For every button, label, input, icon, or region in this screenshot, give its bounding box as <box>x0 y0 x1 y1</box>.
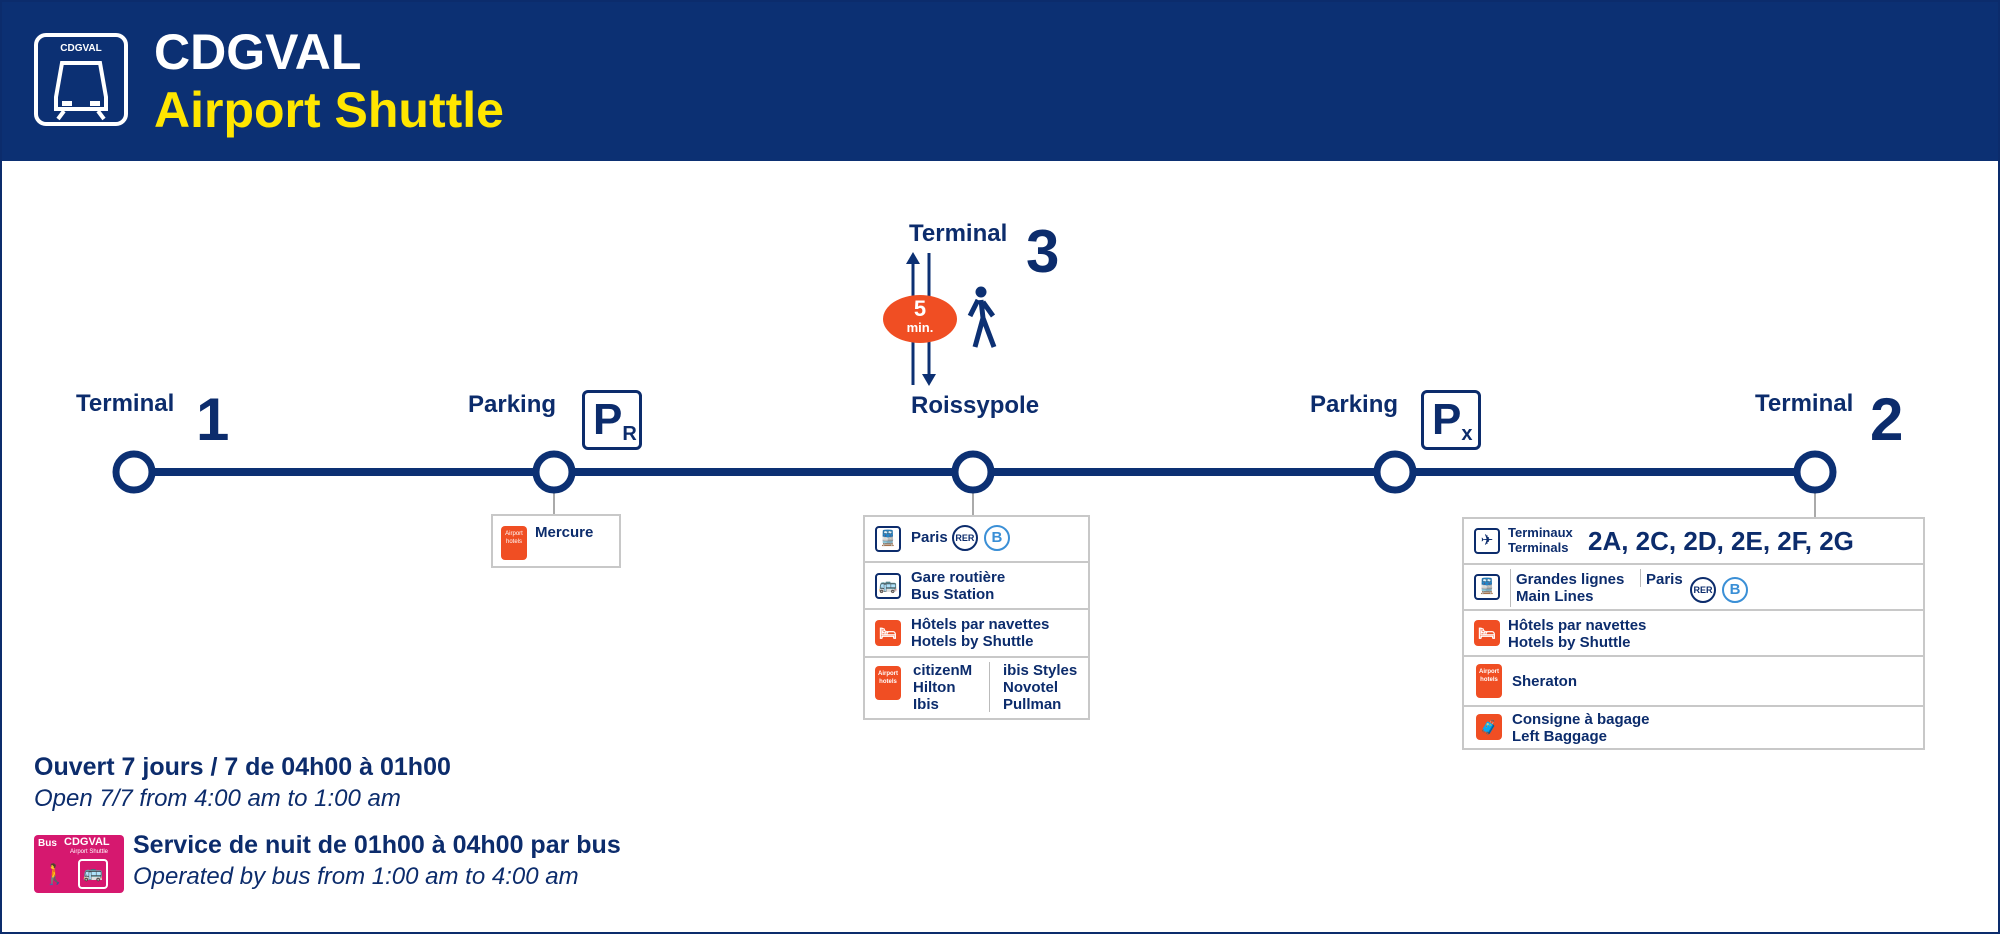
badge-sub: Airport Shuttle <box>70 849 109 855</box>
station-parking-pr <box>532 450 576 494</box>
train-icon: 🚆 <box>1474 574 1500 600</box>
baggage-fr: Consigne à bagage <box>1512 711 1650 728</box>
hotels-fr: Hôtels par navettes <box>1508 617 1647 634</box>
bus-icon: 🚌 <box>875 573 901 599</box>
hotel: citizenM <box>913 662 973 679</box>
icon-text: Airport hotels <box>505 531 523 545</box>
plane-icon: ✈ <box>1474 528 1500 554</box>
terminal-3-number: 3 <box>1026 218 1060 285</box>
terminal-1-label: Terminal <box>76 390 175 417</box>
sheraton-row: Airport hotels Sheraton <box>1464 657 1923 707</box>
cdgval-train-logo-icon: CDGVAL <box>34 33 128 126</box>
parking-sub: R <box>622 423 637 445</box>
hours-en: Open 7/7 from 4:00 am to 1:00 am <box>34 785 401 812</box>
terminal-2-number: 2 <box>1870 386 1904 453</box>
hotels-fr: Hôtels par navettes <box>911 616 1050 633</box>
sheraton-label: Sheraton <box>1512 673 1578 690</box>
walk-unit: min. <box>906 320 934 335</box>
badge-bus: Bus <box>38 838 57 849</box>
paris-label: Paris <box>1646 571 1683 588</box>
station-terminal-2 <box>1793 450 1837 494</box>
night-bus-badge-icon: Bus CDGVAL Airport Shuttle 🚶 🚌 <box>34 835 124 893</box>
hours-fr: Ouvert 7 jours / 7 de 04h00 à 01h00 <box>34 753 451 781</box>
terminal-3-label: Terminal <box>909 220 1008 247</box>
icon-text: Airport hotels <box>1479 669 1499 683</box>
hotel: Pullman <box>1003 696 1062 713</box>
night-service-en: Operated by bus from 1:00 am to 4:00 am <box>133 863 579 890</box>
parking-sub: x <box>1461 423 1473 445</box>
walk-time: 5 <box>913 296 927 321</box>
rer-icon: RER <box>951 525 978 551</box>
roissypole-label: Roissypole <box>911 392 1040 419</box>
bed-icon: 🛏 <box>875 620 901 646</box>
hotel: ibis Styles <box>1003 662 1078 679</box>
badge-name: CDGVAL <box>64 836 110 848</box>
night-service-fr: Service de nuit de 01h00 à 04h00 par bus <box>133 831 621 859</box>
luggage-icon: 🧳 <box>1476 714 1502 740</box>
title: CDGVAL <box>154 24 362 80</box>
hotels-en: Hotels by Shuttle <box>1508 634 1631 651</box>
pedestrian-icon <box>967 286 997 348</box>
hotel: Hilton <box>913 679 956 696</box>
terminal-2-label: Terminal <box>1755 390 1854 417</box>
paris-label: Paris <box>911 528 948 546</box>
header-banner: CDGVAL CDGVAL Airport Shuttle <box>0 0 2000 161</box>
airport-hotels-icon: Airport hotels <box>875 666 901 700</box>
parking-letter: P <box>593 395 623 444</box>
parking-px-icon: Px <box>1421 390 1481 450</box>
line-b-icon: B <box>1722 577 1748 603</box>
main-fr: Grandes lignes <box>1516 571 1625 588</box>
subtitle: Airport Shuttle <box>154 82 504 138</box>
parking-letter: P <box>1432 395 1462 444</box>
terminal-1-number: 1 <box>196 386 230 453</box>
mercure-box: Airport hotels Mercure <box>491 514 621 568</box>
terminals-fr: Terminaux <box>1508 525 1573 540</box>
logo-text: CDGVAL <box>60 43 102 54</box>
line-b-icon: B <box>983 525 1010 551</box>
train-icon: 🚆 <box>875 526 901 552</box>
bed-icon: 🛏 <box>1474 620 1500 646</box>
bus-icon: 🚌 <box>78 859 108 889</box>
hotel: Novotel <box>1003 679 1059 696</box>
station-terminal-1 <box>112 450 156 494</box>
parking-px-label: Parking <box>1310 391 1399 418</box>
walk-time-badge: 5 min. <box>883 295 957 343</box>
station-roissypole <box>951 450 995 494</box>
airport-hotels-icon: Airport hotels <box>1476 664 1502 698</box>
hotels-en: Hotels by Shuttle <box>911 633 1034 650</box>
hotel: Ibis <box>913 696 939 713</box>
mercure-label: Mercure <box>535 524 594 541</box>
terminal-list: 2A, 2C, 2D, 2E, 2F, 2G <box>1588 526 1854 556</box>
airport-hotels-icon: Airport hotels <box>501 526 527 560</box>
parking-pr-label: Parking <box>468 391 557 418</box>
bus-fr: Gare routière <box>911 569 1006 586</box>
parking-pr-icon: PR <box>582 390 642 450</box>
bus-en: Bus Station <box>911 586 995 603</box>
station-parking-px <box>1373 450 1417 494</box>
main-en: Main Lines <box>1516 588 1594 605</box>
rer-icon: RER <box>1690 577 1716 603</box>
traveler-icon: 🚶 <box>42 864 67 886</box>
baggage-en: Left Baggage <box>1512 728 1608 745</box>
icon-text: Airport hotels <box>878 671 898 685</box>
terminals-en: Terminals <box>1508 540 1569 555</box>
